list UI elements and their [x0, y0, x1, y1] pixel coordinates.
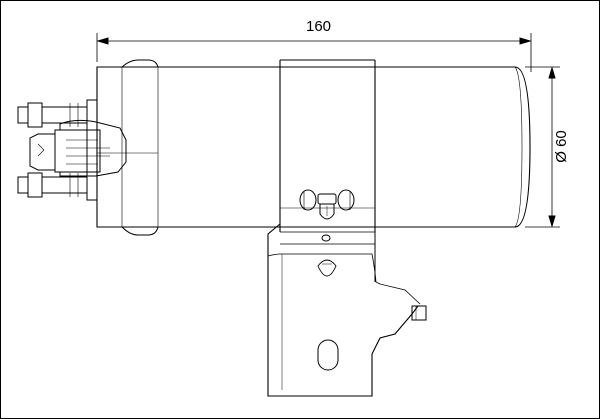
- length-dimension-label: 160: [306, 18, 332, 35]
- clamp-screws: [299, 189, 355, 242]
- arrow-left: [96, 37, 109, 45]
- diameter-dimension: [525, 66, 560, 228]
- arrow-bottom: [548, 215, 556, 228]
- clamp-band: [279, 59, 376, 233]
- bracket-tab: [411, 305, 427, 321]
- diameter-dimension-label: Ø 60: [552, 130, 570, 163]
- arrow-right: [519, 37, 532, 45]
- arrow-top: [548, 66, 556, 79]
- bolt-hole: [321, 234, 331, 242]
- mounting-bracket: [267, 223, 427, 397]
- bracket-slot: [317, 339, 339, 371]
- inlet-fittings: [17, 99, 127, 201]
- cylinder-body: [96, 59, 531, 236]
- length-dimension: [96, 33, 532, 72]
